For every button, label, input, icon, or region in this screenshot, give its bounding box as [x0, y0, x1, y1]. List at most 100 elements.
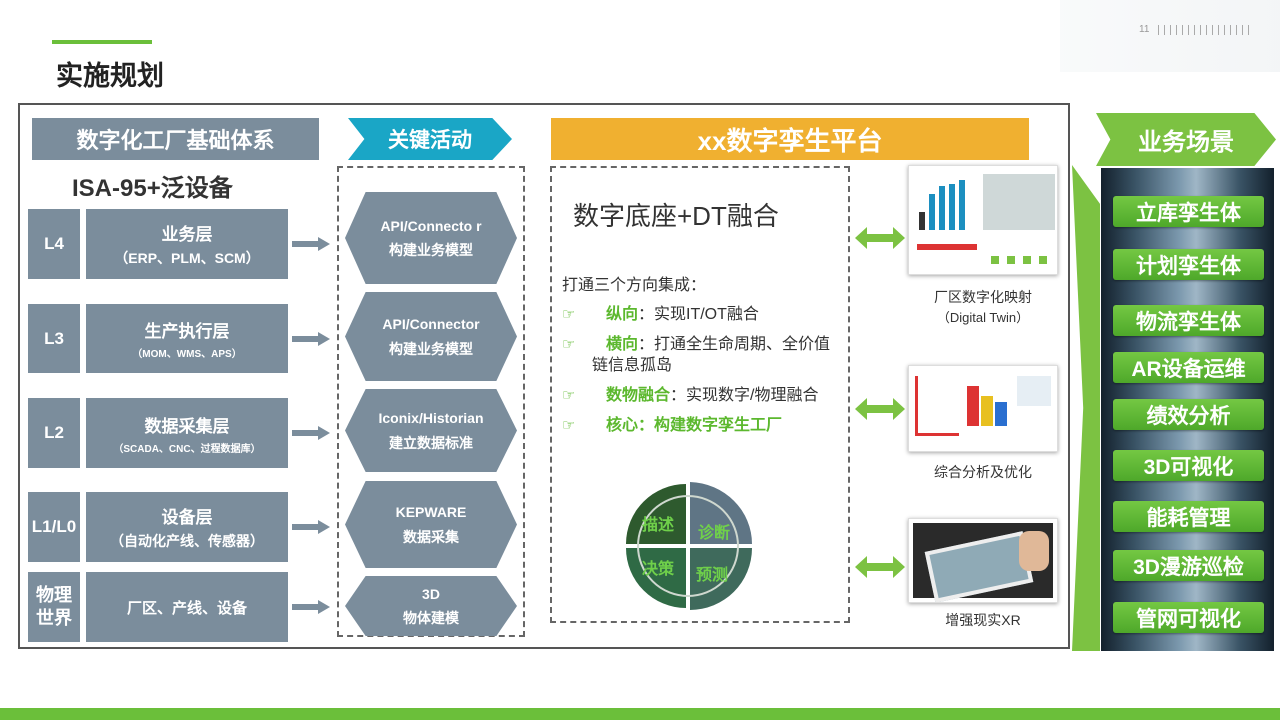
layer-level: 物理世界	[28, 572, 80, 642]
platform-dashed-box	[550, 166, 850, 623]
activities-dashed-box	[337, 166, 525, 637]
cycle-label: 诊断	[698, 523, 730, 542]
page-number: 11	[1139, 24, 1150, 35]
scenario-button[interactable]: 绩效分析	[1113, 399, 1264, 430]
page-title: 实施规划	[56, 61, 164, 91]
point-key: 数物融合	[606, 387, 671, 404]
platform-point: ☞ 数物融合：实现数字/物理融合	[562, 385, 842, 406]
activity-tool: Iconix/Historian	[378, 410, 484, 427]
layer-level: L3	[28, 304, 80, 373]
activity-tool: API/Connecto r	[380, 217, 482, 234]
point-key: 纵向	[606, 306, 639, 323]
scenario-button[interactable]: 3D漫游巡检	[1113, 550, 1264, 581]
layer-box: 生产执行层 （MOM、WMS、APS）	[86, 304, 288, 373]
hand-pointer-icon: ☞	[562, 336, 576, 353]
scenario-bracket	[1072, 165, 1100, 651]
arrow-right-icon	[292, 600, 330, 619]
hand-pointer-icon: ☞	[562, 306, 576, 323]
layer-detail: （自动化产线、传感器）	[110, 533, 264, 549]
layer-box: 数据采集层 （SCADA、CNC、过程数据库）	[86, 398, 288, 468]
scenarios-header: 业务场景	[1096, 113, 1276, 166]
activity-hexagon: KEPWARE 数据采集	[345, 481, 517, 568]
foundation-subtitle: ISA-95+泛设备	[72, 175, 233, 202]
scenario-button[interactable]: 3D可视化	[1113, 450, 1264, 481]
output-caption-block: 综合分析及优化	[900, 462, 1066, 482]
cycle-quadrant-describe	[626, 484, 686, 544]
layer-level: L4	[28, 209, 80, 279]
cycle-label: 描述	[642, 515, 674, 534]
platform-title: 数字底座+DT融合	[573, 201, 779, 231]
output-caption-block: 增强现实XR	[900, 610, 1066, 630]
double-arrow-icon	[855, 227, 905, 254]
layer-detail: （MOM、WMS、APS）	[132, 349, 242, 360]
arrow-right-icon	[292, 426, 330, 445]
ruler-decoration	[1158, 25, 1254, 35]
scenario-button[interactable]: AR设备运维	[1113, 352, 1264, 383]
platform-intro: 打通三个方向集成：	[562, 277, 707, 294]
cycle-quadrant-diagnose	[690, 482, 752, 544]
output-screenshot	[908, 165, 1058, 275]
point-text: ：实现IT/OT融合	[638, 306, 759, 323]
output-caption: 增强现实XR	[945, 612, 1021, 628]
cycle-label: 决策	[642, 559, 675, 578]
hand-pointer-icon: ☞	[562, 417, 576, 434]
platform-header: xx数字孪生平台	[551, 118, 1029, 160]
layer-level: L1/L0	[28, 492, 80, 562]
point-text: ：构建数字孪生工厂	[638, 417, 783, 434]
title-accent-line	[52, 40, 152, 44]
platform-point: ☞ 纵向：实现IT/OT融合	[562, 304, 842, 325]
output-screenshot	[908, 365, 1058, 452]
scenario-button[interactable]: 计划孪生体	[1113, 249, 1264, 280]
scenario-button[interactable]: 立库孪生体	[1113, 196, 1264, 227]
scenario-button[interactable]: 能耗管理	[1113, 501, 1264, 532]
activity-hexagon: API/Connector 构建业务模型	[345, 292, 517, 381]
activity-hexagon: Iconix/Historian 建立数据标准	[345, 389, 517, 472]
layer-detail: （SCADA、CNC、过程数据库）	[113, 443, 261, 455]
output-caption: 综合分析及优化	[934, 464, 1032, 480]
layer-name: 数据采集层	[144, 416, 230, 436]
cycle-label: 预测	[696, 565, 728, 584]
bottom-accent-bar	[0, 708, 1280, 720]
layer-name: 生产执行层	[144, 322, 230, 341]
layer-level: L2	[28, 398, 80, 468]
output-subcaption: （Digital Twin）	[936, 310, 1030, 325]
layer-box: 业务层 （ERP、PLM、SCM）	[86, 209, 288, 279]
scenarios-header-label: 业务场景	[1138, 129, 1234, 156]
activity-tool: KEPWARE	[395, 504, 467, 521]
point-text: ：打通全生命周期、全价值链信息孤岛	[592, 336, 831, 374]
activities-header-label: 关键活动	[388, 129, 472, 152]
layer-detail: （ERP、PLM、SCM）	[114, 250, 260, 266]
activity-tool: API/Connector	[382, 316, 480, 333]
point-text: ：实现数字/物理融合	[670, 387, 819, 404]
decorative-chevrons	[1060, 0, 1280, 72]
activity-task: 建立数据标准	[389, 434, 473, 451]
activity-hexagon: API/Connecto r 构建业务模型	[345, 192, 517, 284]
cycle-diagram: 描述 诊断 决策 预测	[626, 482, 752, 610]
activity-tool: 3D	[422, 585, 440, 602]
point-key: 横向	[606, 336, 639, 353]
arrow-right-icon	[292, 237, 330, 256]
scenario-button[interactable]: 管网可视化	[1113, 602, 1264, 633]
hand-pointer-icon: ☞	[562, 387, 576, 404]
cycle-quadrant-predict	[690, 548, 752, 610]
output-screenshot	[908, 518, 1058, 603]
platform-point: ☞ 核心：构建数字孪生工厂	[562, 415, 842, 436]
output-caption-block: 厂区数字化映射 （Digital Twin）	[900, 287, 1066, 326]
double-arrow-icon	[855, 398, 905, 425]
point-key: 核心	[606, 417, 639, 434]
layer-name: 设备层	[161, 508, 213, 527]
activity-hexagon: 3D 物体建模	[345, 576, 517, 636]
activity-task: 构建业务模型	[389, 340, 473, 357]
double-arrow-icon	[855, 556, 905, 583]
activity-task: 数据采集	[403, 528, 459, 545]
foundation-header: 数字化工厂基础体系	[32, 118, 319, 160]
platform-point: ☞ 横向：打通全生命周期、全价值链信息孤岛	[562, 334, 842, 376]
layer-name: 业务层	[161, 225, 213, 244]
layer-box: 厂区、产线、设备	[86, 572, 288, 642]
activity-task: 构建业务模型	[389, 242, 473, 258]
activity-task: 物体建模	[403, 610, 459, 626]
output-caption: 厂区数字化映射	[934, 289, 1032, 305]
arrow-right-icon	[292, 520, 330, 539]
layer-box: 设备层 （自动化产线、传感器）	[86, 492, 288, 562]
scenario-button[interactable]: 物流孪生体	[1113, 305, 1264, 336]
